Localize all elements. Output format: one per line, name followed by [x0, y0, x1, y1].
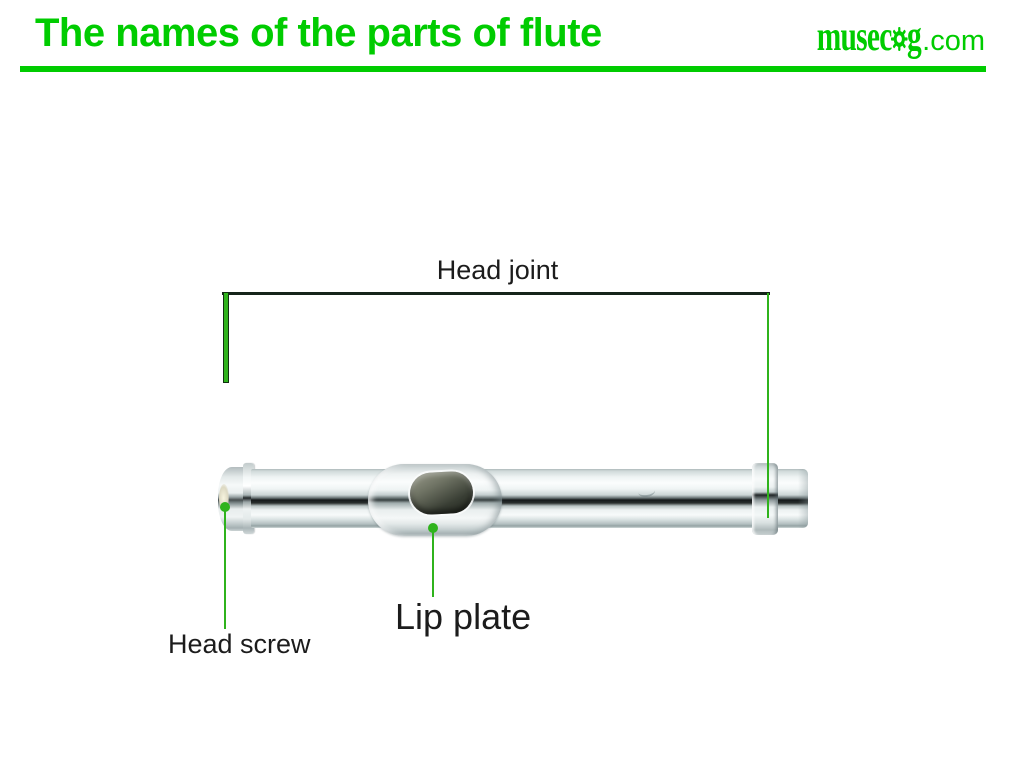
flute-crown	[218, 467, 245, 531]
page-title: The names of the parts of flute	[35, 11, 602, 55]
flute-joint-ring	[752, 463, 778, 535]
flute-embouchure-hole	[408, 470, 475, 516]
title-underline	[20, 66, 986, 72]
head-screw-callout-line	[224, 507, 226, 629]
lip-plate-callout-line	[432, 528, 434, 597]
brand-text-start: musec	[816, 14, 893, 60]
head-screw-callout-dot	[220, 502, 230, 512]
lip-plate-label: Lip plate	[395, 596, 532, 637]
head-joint-bracket-top	[222, 292, 770, 295]
flute-tube	[251, 469, 808, 528]
gear-icon	[891, 17, 908, 59]
site-logo: musec	[772, 16, 985, 58]
lip-plate-callout-dot	[428, 523, 438, 533]
flute-crown-ring	[243, 463, 254, 534]
brand-wordmark: musec	[816, 14, 922, 60]
head-joint-label: Head joint	[436, 255, 559, 285]
brand-suffix: .com	[922, 25, 985, 57]
flute-head-joint-image	[218, 462, 810, 538]
head-joint-bracket-right	[767, 293, 769, 518]
head-screw-label: Head screw	[168, 629, 311, 659]
head-joint-bracket-left	[223, 292, 229, 383]
brand-text-end: g	[907, 14, 922, 60]
